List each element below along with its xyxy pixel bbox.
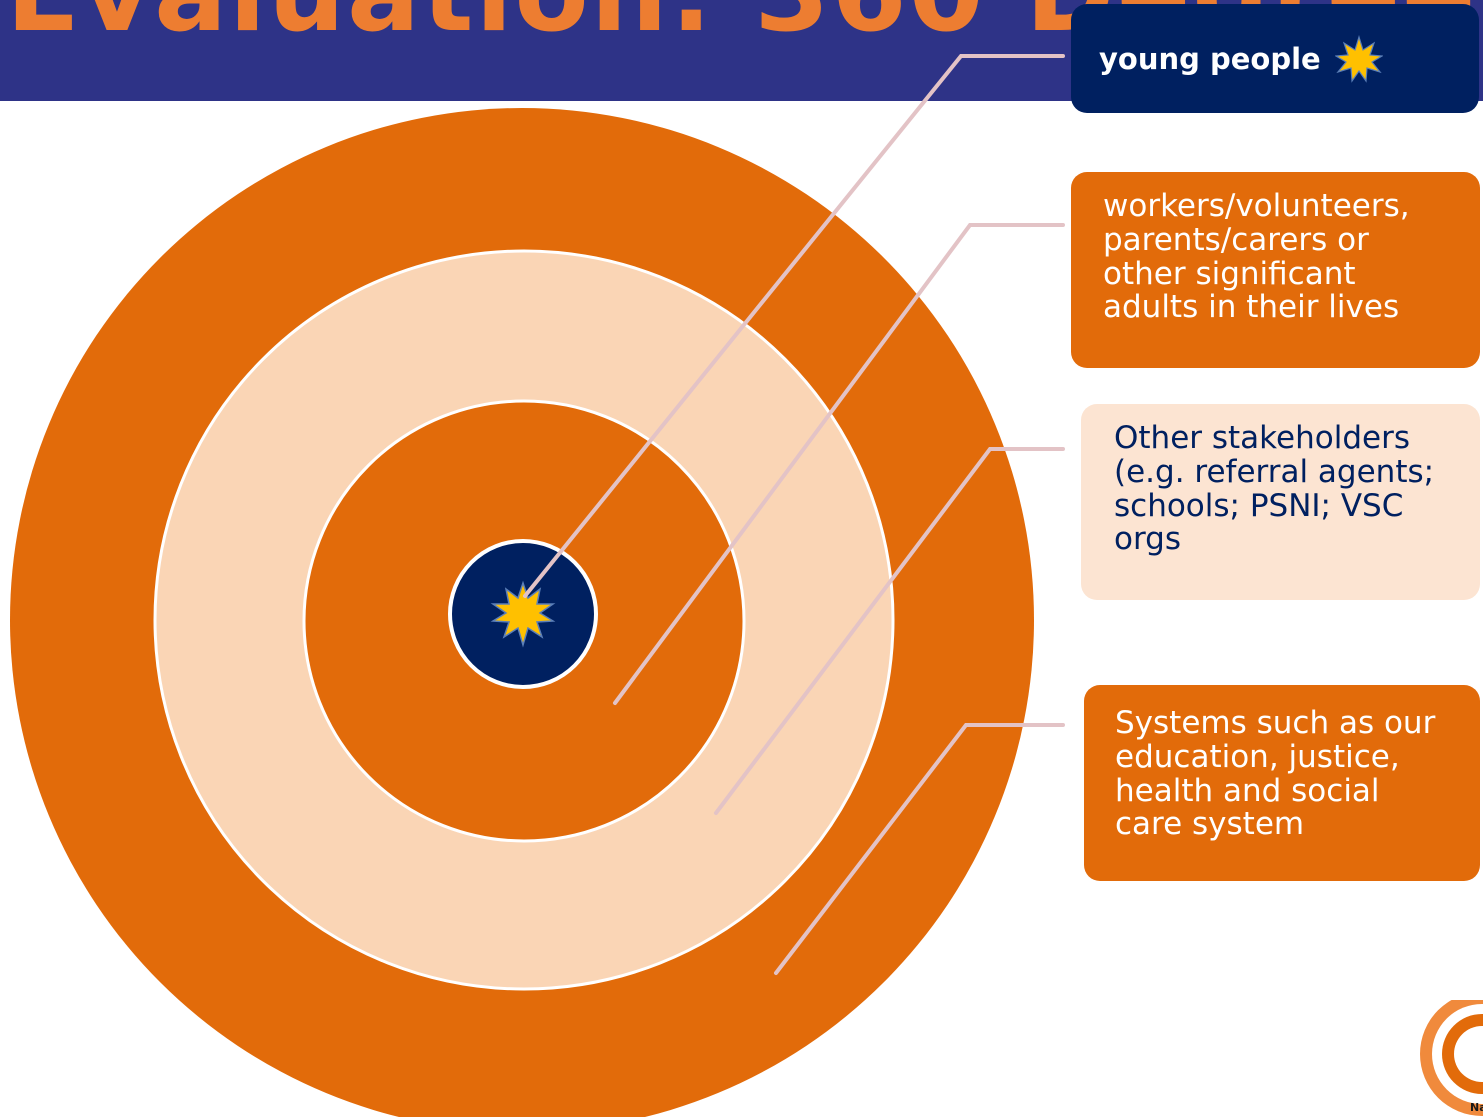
logo-text: Nati [1470, 1101, 1483, 1114]
connector-adults [613, 223, 1065, 705]
logo-mark [1420, 1000, 1483, 1116]
connector-stakeholders [714, 447, 1065, 815]
connector-young-people [523, 54, 1065, 598]
star-icon [1334, 34, 1383, 83]
young-people-text: young people [1099, 41, 1321, 76]
star-icon [490, 580, 556, 648]
label-systems: Systems such as our education, justice, … [1084, 685, 1480, 881]
connector-systems [774, 723, 1065, 975]
label-adults: workers/volunteers, parents/carers or ot… [1071, 172, 1480, 368]
logo: Nati [1406, 1000, 1483, 1117]
adults-text: workers/volunteers, parents/carers or ot… [1103, 188, 1410, 326]
stakeholders-text: Other stakeholders (e.g. referral agents… [1114, 420, 1435, 558]
label-stakeholders: Other stakeholders (e.g. referral agents… [1081, 404, 1480, 600]
systems-text: Systems such as our education, justice, … [1115, 705, 1436, 843]
label-young-people: young people [1071, 4, 1479, 113]
